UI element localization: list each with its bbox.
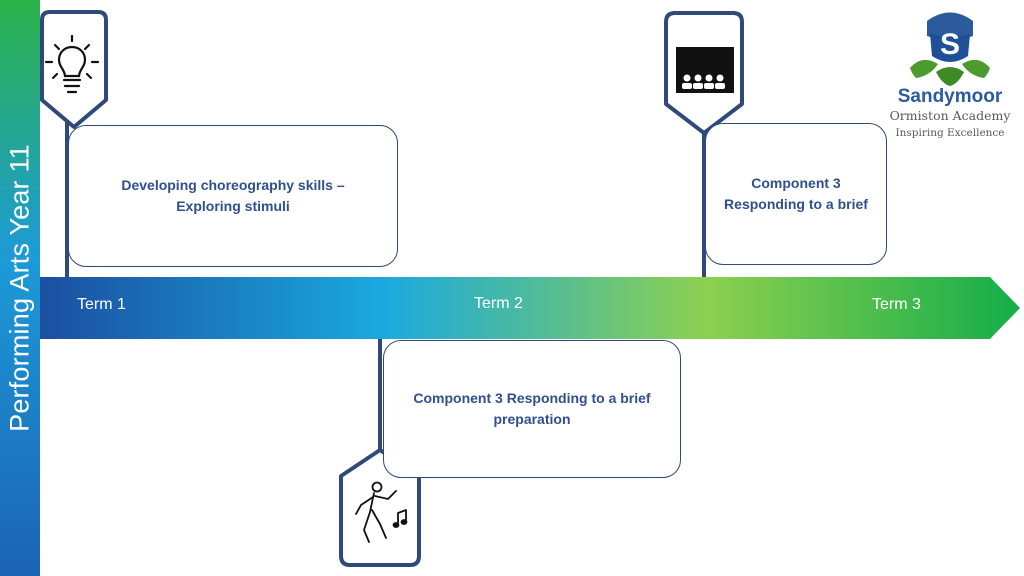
card-brief-preparation-text: Component 3 Responding to a brief prepar… bbox=[413, 390, 651, 427]
term2-pin bbox=[339, 448, 421, 567]
timeline-arrow bbox=[40, 277, 1020, 339]
dancer-icon bbox=[355, 481, 408, 543]
logo-subtitle: Ormiston Academy bbox=[889, 108, 1011, 123]
side-title-band: Performing Arts Year 11 bbox=[0, 0, 40, 576]
card-choreography-text: Developing choreography skills – Explori… bbox=[121, 177, 345, 214]
card-brief-preparation: Component 3 Responding to a brief prepar… bbox=[383, 340, 681, 478]
card-choreography: Developing choreography skills – Explori… bbox=[68, 125, 398, 267]
term3-pin bbox=[664, 11, 744, 135]
term-1-label: Term 1 bbox=[77, 296, 126, 313]
card-responding-brief: Component 3 Responding to a brief bbox=[705, 123, 887, 265]
card-responding-brief-text: Component 3 Responding to a brief bbox=[724, 175, 868, 212]
term1-pin bbox=[40, 10, 108, 129]
logo-tagline: Inspiring Excellence bbox=[895, 127, 1005, 139]
svg-text:S: S bbox=[940, 28, 960, 61]
school-logo: S Sandymoor Ormiston Academy Inspiring E… bbox=[880, 6, 1020, 146]
acorn-leaf-emblem: S bbox=[910, 12, 990, 86]
logo-name: Sandymoor bbox=[897, 86, 1003, 107]
term-3-label: Term 3 bbox=[872, 296, 921, 313]
theatre-audience-icon bbox=[676, 47, 734, 93]
term-2-label: Term 2 bbox=[474, 295, 523, 312]
lightbulb-icon bbox=[44, 34, 100, 94]
